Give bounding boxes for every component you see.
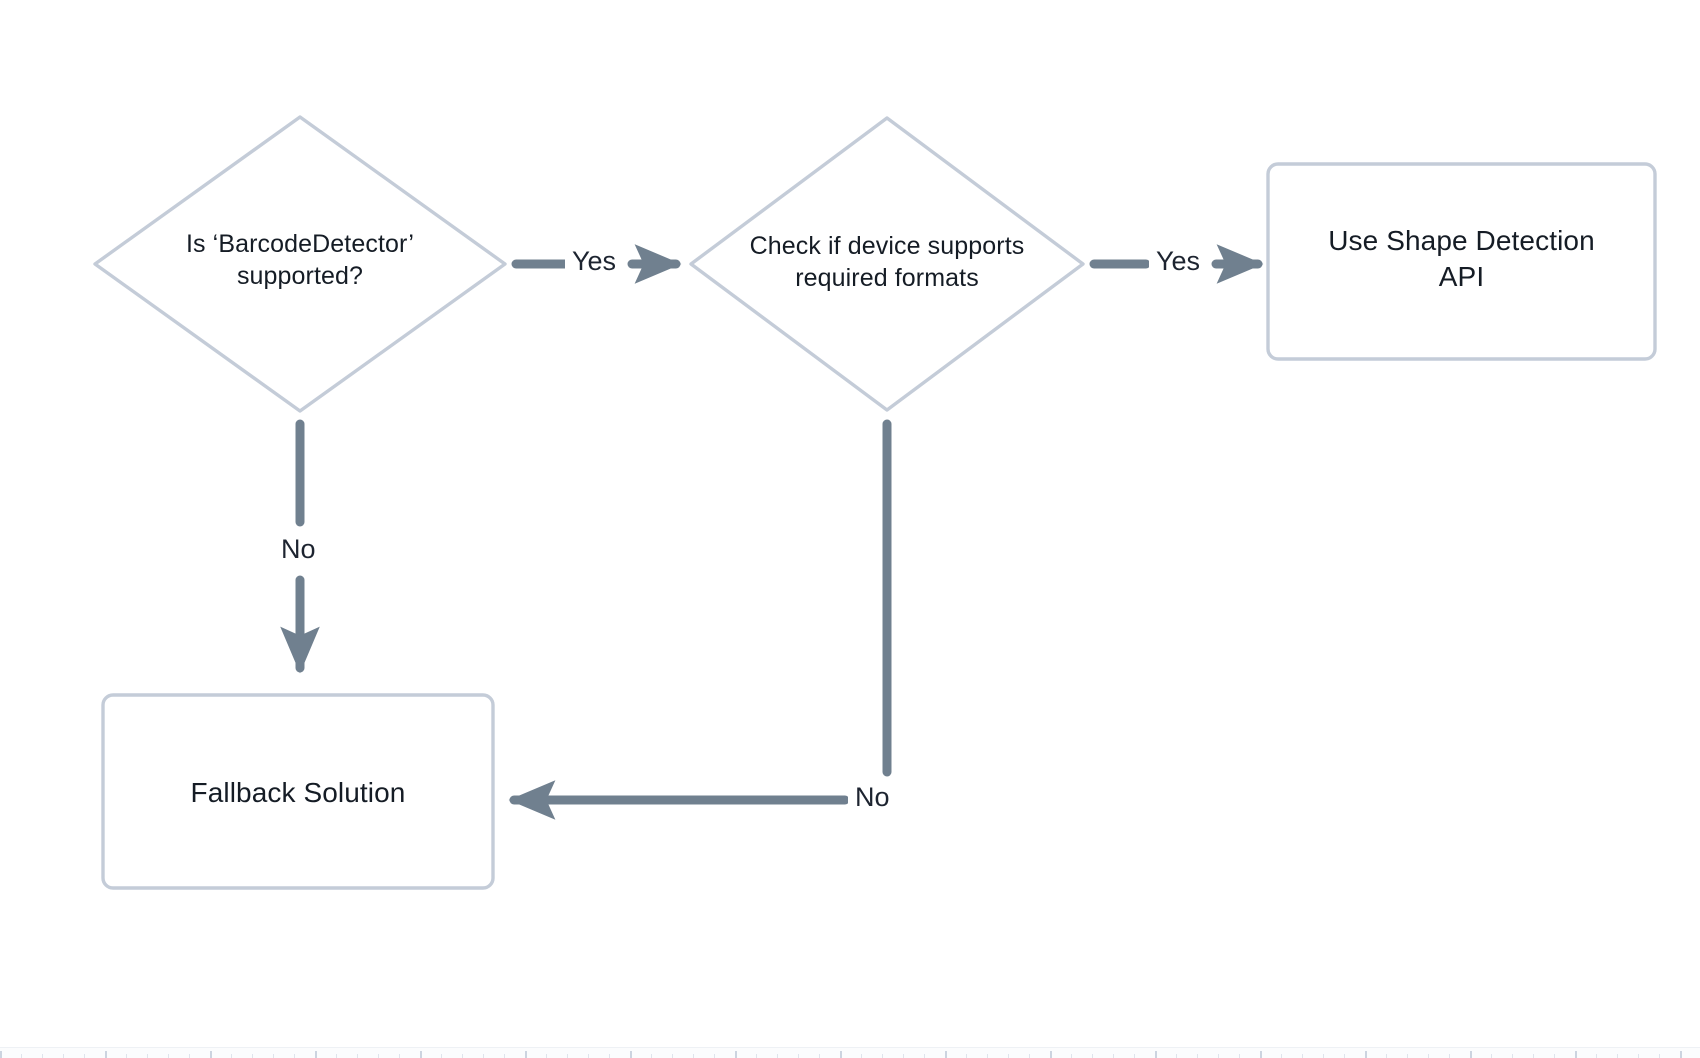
ruler-tick xyxy=(189,1054,190,1058)
ruler-tick xyxy=(798,1054,799,1058)
ruler-tick xyxy=(84,1054,85,1058)
ruler-tick xyxy=(609,1054,610,1058)
ruler-tick xyxy=(378,1054,379,1058)
ruler-tick xyxy=(357,1054,358,1058)
ruler-tick xyxy=(1491,1054,1492,1058)
box-use-shape-detection-api[interactable] xyxy=(1266,162,1657,361)
ruler-tick xyxy=(168,1054,169,1058)
ruler-tick xyxy=(672,1054,673,1058)
ruler-tick xyxy=(147,1054,148,1058)
ruler-tick xyxy=(588,1054,589,1058)
ruler-tick xyxy=(1596,1054,1597,1058)
ruler-tick xyxy=(1470,1051,1472,1058)
ruler-tick xyxy=(924,1054,925,1058)
ruler-tick xyxy=(210,1051,212,1058)
ruler-tick xyxy=(1407,1054,1408,1058)
ruler-tick xyxy=(420,1051,422,1058)
ruler-tick xyxy=(567,1054,568,1058)
ruler-tick xyxy=(1575,1051,1577,1058)
node-shapes xyxy=(93,115,1657,890)
edge-label-formats-yes: Yes xyxy=(1149,248,1208,275)
diamond-device-format-check[interactable] xyxy=(689,116,1085,412)
ruler-tick xyxy=(966,1054,967,1058)
ruler-tick xyxy=(630,1051,632,1058)
edge-label-barcode-yes: Yes xyxy=(565,248,624,275)
ruler-tick xyxy=(336,1054,337,1058)
ruler-tick xyxy=(861,1054,862,1058)
ruler-tick xyxy=(504,1054,505,1058)
ruler-tick xyxy=(294,1054,295,1058)
ruler-tick xyxy=(105,1051,107,1058)
ruler-tick xyxy=(1302,1054,1303,1058)
ruler-tick xyxy=(1449,1054,1450,1058)
ruler-tick xyxy=(1344,1054,1345,1058)
ruler-tick xyxy=(1281,1054,1282,1058)
ruler-tick xyxy=(735,1051,737,1058)
ruler-tick xyxy=(693,1054,694,1058)
ruler-tick xyxy=(126,1054,127,1058)
ruler-tick xyxy=(546,1054,547,1058)
ruler-tick xyxy=(714,1054,715,1058)
edge-lines xyxy=(280,244,1264,820)
ruler-tick xyxy=(315,1051,317,1058)
edge-label-formats-no: No xyxy=(848,784,897,811)
bottom-ruler xyxy=(0,1047,1700,1058)
ruler-tick xyxy=(462,1054,463,1058)
ruler-tick xyxy=(1365,1051,1367,1058)
ruler-tick xyxy=(1050,1051,1052,1058)
ruler-tick xyxy=(1659,1054,1660,1058)
ruler-tick xyxy=(1008,1054,1009,1058)
ruler-tick xyxy=(1029,1054,1030,1058)
box-fallback-solution[interactable] xyxy=(101,693,495,890)
ruler-tick xyxy=(1113,1054,1114,1058)
ruler-tick xyxy=(252,1054,253,1058)
ruler-tick xyxy=(63,1054,64,1058)
ruler-tick xyxy=(1071,1054,1072,1058)
edge-label-barcode-no: No xyxy=(274,536,323,563)
ruler-tick xyxy=(903,1054,904,1058)
ruler-tick xyxy=(819,1054,820,1058)
ruler-tick xyxy=(1617,1054,1618,1058)
ruler-tick xyxy=(21,1054,22,1058)
ruler-tick xyxy=(945,1051,947,1058)
ruler-tick xyxy=(42,1054,43,1058)
ruler-tick xyxy=(1554,1054,1555,1058)
ruler-tick xyxy=(1260,1051,1262,1058)
ruler-tick xyxy=(1218,1054,1219,1058)
ruler-tick xyxy=(1533,1054,1534,1058)
ruler-tick xyxy=(1197,1054,1198,1058)
ruler-tick xyxy=(525,1051,527,1058)
ruler-tick xyxy=(1680,1051,1682,1058)
diamond-barcode-detector-check[interactable] xyxy=(93,115,507,413)
ruler-tick xyxy=(882,1054,883,1058)
ruler-tick xyxy=(399,1054,400,1058)
ruler-tick xyxy=(1638,1054,1639,1058)
ruler-tick xyxy=(1386,1054,1387,1058)
ruler-tick xyxy=(483,1054,484,1058)
ruler-tick xyxy=(1176,1054,1177,1058)
ruler-tick xyxy=(1428,1054,1429,1058)
ruler-tick xyxy=(1134,1054,1135,1058)
ruler-tick xyxy=(987,1054,988,1058)
ruler-tick xyxy=(0,1051,2,1058)
ruler-tick xyxy=(777,1054,778,1058)
ruler-tick xyxy=(1155,1051,1157,1058)
ruler-tick xyxy=(1239,1054,1240,1058)
ruler-tick xyxy=(756,1054,757,1058)
ruler-tick xyxy=(651,1054,652,1058)
ruler-tick xyxy=(1092,1054,1093,1058)
ruler-tick xyxy=(441,1054,442,1058)
ruler-tick xyxy=(1512,1054,1513,1058)
ruler-tick xyxy=(1323,1054,1324,1058)
ruler-tick xyxy=(231,1054,232,1058)
ruler-tick xyxy=(273,1054,274,1058)
ruler-tick xyxy=(840,1051,842,1058)
